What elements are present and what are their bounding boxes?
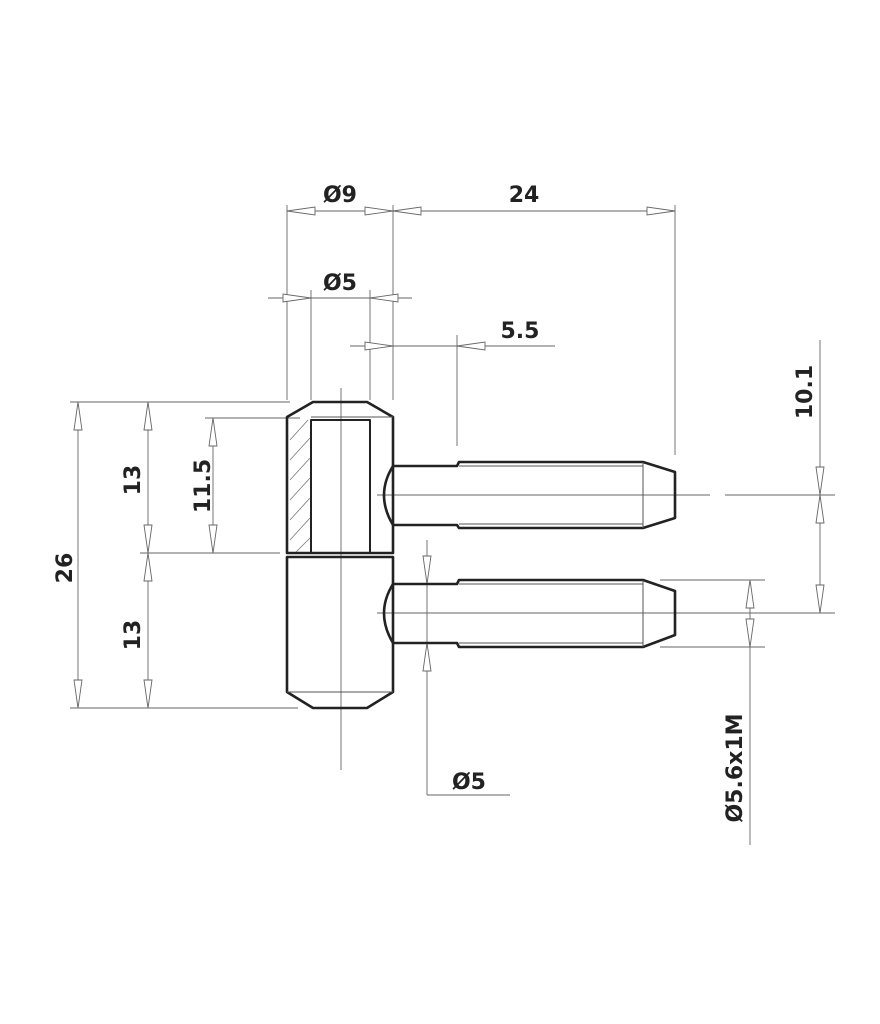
extension-lines	[70, 205, 835, 795]
dim-pin-length: 24	[509, 183, 540, 208]
section-hatch	[289, 419, 311, 553]
dim-pin-spacing: 10.1	[793, 365, 818, 419]
dim-upper-height: 13	[121, 465, 146, 496]
dim-lower-height: 13	[121, 620, 146, 651]
dim-neck-length: 5.5	[501, 319, 540, 344]
dim-bore-depth: 11.5	[191, 459, 216, 513]
dim-bore-diameter: Ø5	[323, 271, 357, 296]
dim-total-height: 26	[53, 553, 78, 584]
dimension-lines	[73, 206, 825, 845]
hinge-body	[285, 400, 395, 710]
lower-pin	[382, 578, 677, 649]
dim-neck-diameter: Ø5	[452, 770, 486, 795]
upper-pin	[382, 460, 677, 530]
dim-thread: Ø5.6x1M	[723, 713, 748, 822]
dim-outer-diameter: Ø9	[323, 183, 357, 208]
